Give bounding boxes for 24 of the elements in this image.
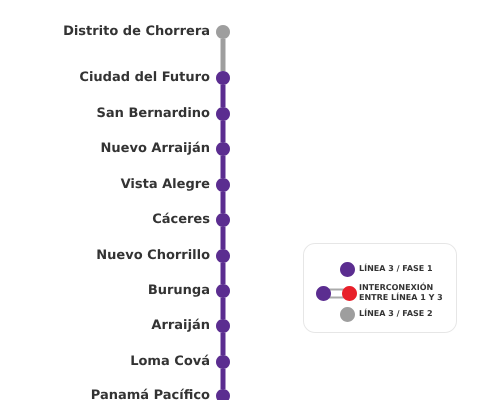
legend-text: LÍNEA 3 / FASE 1 [359,264,434,274]
line-segment [220,156,226,178]
line-segment [220,263,226,284]
station-name: Panamá Pacífico [90,387,210,400]
station-name: Nuevo Chorrillo [96,247,210,265]
station-name: San Bernardino [96,105,210,123]
line-segment [220,227,226,249]
line-segment [220,333,226,355]
station-name: Burunga [148,282,210,300]
station-name: Distrito de Chorrera [63,23,210,41]
line-segment [220,298,226,319]
station-name: Cáceres [152,211,210,229]
line-segment [220,39,226,71]
line-segment [220,121,226,142]
station-name: Vista Alegre [120,176,210,194]
line-segment [220,192,226,213]
legend-text: INTERCONEXIÓN ENTRE LÍNEA 1 Y 3 [359,283,444,303]
station-name: Loma Cová [130,353,210,371]
station-name: Arraiján [151,317,210,335]
line-segment [220,85,226,107]
line-segment [220,369,226,389]
legend-text: LÍNEA 3 / FASE 2 [359,309,434,319]
station-name: Nuevo Arraiján [100,140,210,158]
station-name: Ciudad del Futuro [79,69,210,87]
